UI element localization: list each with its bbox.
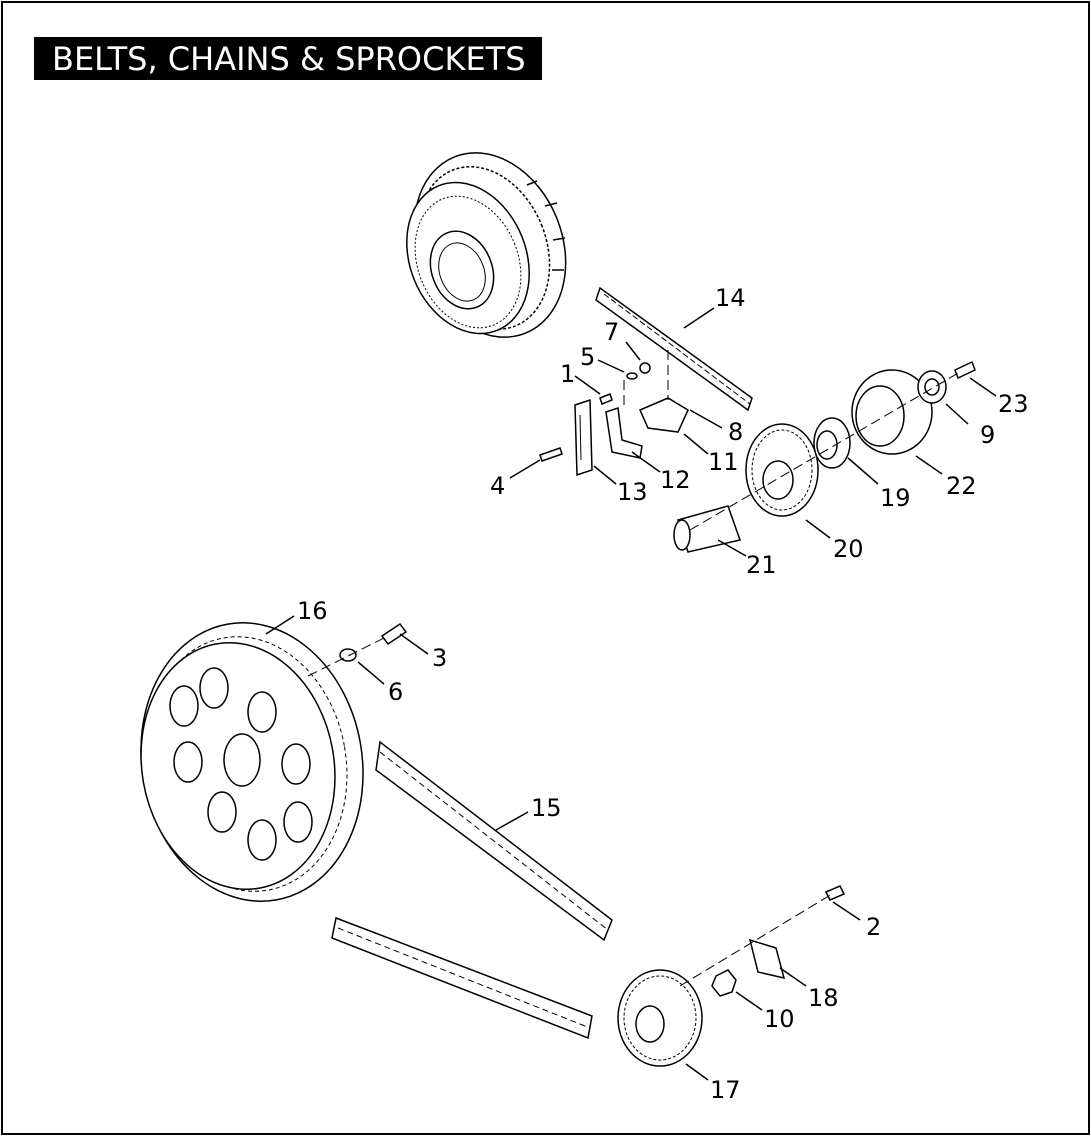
callout-16: 16 [297, 597, 328, 625]
callout-4: 4 [490, 472, 505, 500]
callout-13: 13 [617, 478, 648, 506]
page-title: BELTS, CHAINS & SPROCKETS [52, 40, 526, 78]
callout-20: 20 [833, 535, 864, 563]
callout-23: 23 [998, 390, 1029, 418]
callout-11: 11 [708, 448, 739, 476]
callout-1: 1 [560, 360, 575, 388]
callout-14: 14 [715, 284, 746, 312]
callout-15: 15 [531, 794, 562, 822]
callout-10: 10 [764, 1005, 795, 1033]
callout-12: 12 [660, 466, 691, 494]
callout-3: 3 [432, 644, 447, 672]
callout-5: 5 [580, 343, 595, 371]
callout-21: 21 [746, 551, 777, 579]
callout-6: 6 [388, 678, 403, 706]
engine-sprocket-assembly [673, 360, 976, 553]
callout-labels: 1 2 3 4 5 6 7 8 9 10 11 12 13 14 15 16 1… [297, 284, 1029, 1104]
primary-chain [595, 286, 753, 412]
rear-belt-sprocket [140, 622, 408, 902]
clutch-shell [406, 152, 567, 338]
callout-17: 17 [710, 1076, 741, 1104]
transmission-sprocket [617, 885, 846, 1067]
chain-tensioner [539, 350, 689, 477]
leader-lines [265, 307, 997, 1081]
title-bar: BELTS, CHAINS & SPROCKETS [34, 37, 542, 80]
callout-8: 8 [728, 418, 743, 446]
drive-belt [331, 740, 613, 1040]
callout-19: 19 [880, 484, 911, 512]
callout-7: 7 [604, 318, 619, 346]
callout-22: 22 [946, 472, 977, 500]
callout-9: 9 [980, 421, 995, 449]
callout-18: 18 [808, 984, 839, 1012]
callout-2: 2 [866, 913, 881, 941]
